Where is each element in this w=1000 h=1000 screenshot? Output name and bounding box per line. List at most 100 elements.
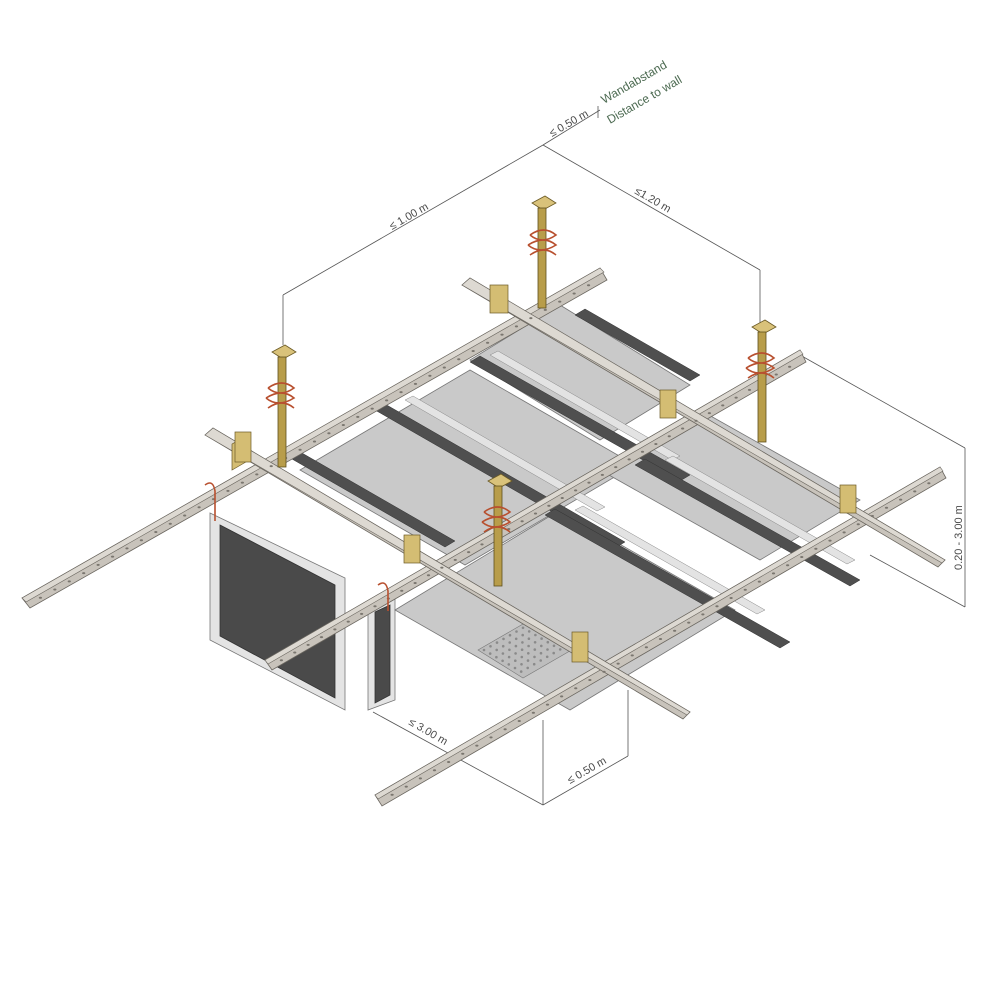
perforation-dot <box>495 655 498 659</box>
rail-hole <box>447 761 451 763</box>
perforation-dot <box>488 652 492 655</box>
perforation-dot <box>495 648 499 652</box>
rail-hole <box>899 498 903 501</box>
perforation-dot <box>520 648 524 651</box>
rail-hole <box>461 752 465 755</box>
perforation-dot <box>520 655 524 659</box>
rail-hole <box>346 620 350 623</box>
perforation-dot <box>489 645 492 648</box>
rail-hole <box>139 539 143 542</box>
rail-hole <box>168 522 172 525</box>
perforation-dot <box>532 662 536 666</box>
rail-hole <box>38 596 43 599</box>
rail-hole <box>520 520 524 523</box>
rail-hole <box>630 654 634 657</box>
dim-suspension-height: 0.20 - 3.00 m <box>953 505 965 570</box>
wall-distance-annotation: Wandabstand Distance to wall <box>599 58 685 127</box>
rail-hole <box>884 506 889 509</box>
perforation-dot <box>552 644 556 648</box>
rail-hole <box>600 473 604 476</box>
rail-hole <box>279 659 283 662</box>
dim-wall-distance: ≤ 0.50 m <box>548 108 591 140</box>
rail-hole <box>404 785 408 788</box>
rail-hole <box>673 629 677 632</box>
perforation-dot <box>533 641 537 644</box>
rail-hole <box>500 333 504 336</box>
ceiling-panel <box>394 509 736 711</box>
perforation-dot <box>508 648 511 652</box>
rail-hole <box>927 482 931 485</box>
rail-hole <box>53 588 57 591</box>
hook-wires <box>204 482 389 611</box>
rail-hole <box>627 458 631 461</box>
rail-hole <box>574 489 578 492</box>
perforation-dot <box>539 659 542 662</box>
rail-hole <box>774 373 778 376</box>
rail-hole <box>125 547 129 550</box>
rail-clip <box>403 534 421 564</box>
rail-hole <box>197 506 201 509</box>
perforation-dot <box>520 663 523 666</box>
rail-hole <box>432 769 437 772</box>
rail-hole <box>707 412 711 415</box>
suspension-hanger <box>745 319 777 443</box>
perforation-dot <box>526 659 530 662</box>
rail-hole <box>913 490 917 493</box>
rail-hole <box>82 572 86 575</box>
perforation-dot <box>513 666 517 670</box>
rail-hole <box>533 512 538 515</box>
perforation-dot <box>540 637 543 640</box>
rail-hole <box>757 580 761 583</box>
rail-hole <box>360 612 364 615</box>
rail-hole <box>531 711 535 714</box>
rail-hole <box>545 703 550 706</box>
perforation-dot <box>545 655 549 659</box>
rail-hole <box>701 613 705 616</box>
rail-clip <box>659 389 677 419</box>
perforation-dot <box>514 637 518 641</box>
rail-hole <box>681 427 685 430</box>
rail-hole <box>734 396 738 399</box>
rail-hole <box>385 399 389 402</box>
perforation-dot <box>502 637 505 641</box>
rail-hole <box>715 605 719 608</box>
rail-hole <box>440 566 444 569</box>
rail-hole <box>298 448 302 451</box>
rail-hole <box>743 588 747 591</box>
rail-hole <box>856 523 860 526</box>
rail-hole <box>658 638 663 640</box>
rail-hole <box>788 365 792 368</box>
rail-hole <box>529 317 533 320</box>
rail-hole <box>475 744 479 747</box>
rail-hole <box>370 407 374 410</box>
suspension-hanger <box>481 473 513 587</box>
rail-hole <box>480 543 484 546</box>
perforation-dot <box>527 652 530 655</box>
rail-hole <box>319 636 324 639</box>
rail-hole <box>312 440 317 443</box>
rail-hole <box>110 555 115 558</box>
perforation-dot <box>501 652 505 655</box>
rail-clips <box>231 284 857 663</box>
perforation-dot <box>527 637 531 640</box>
rail-hole <box>514 325 519 328</box>
rail-hole <box>293 651 297 654</box>
dim-hanger-spacing-a: ≤ 1.00 m <box>388 201 431 233</box>
rail-hole <box>517 720 521 722</box>
rail-hole <box>616 662 620 665</box>
rail-hole <box>306 643 310 646</box>
rail-hole <box>560 695 564 698</box>
rail-hole <box>269 465 273 468</box>
rail-hole <box>644 646 648 649</box>
rail-hole <box>226 489 230 492</box>
rail-hole <box>814 547 818 550</box>
rail-hole <box>640 450 645 453</box>
perforation-dot <box>507 655 511 659</box>
rail-hole <box>602 670 606 673</box>
rail-hole <box>356 415 360 418</box>
perforation-pattern <box>482 622 568 673</box>
rail-hole <box>842 531 846 534</box>
rail-hole <box>729 597 733 599</box>
perforation-dot <box>521 626 525 630</box>
